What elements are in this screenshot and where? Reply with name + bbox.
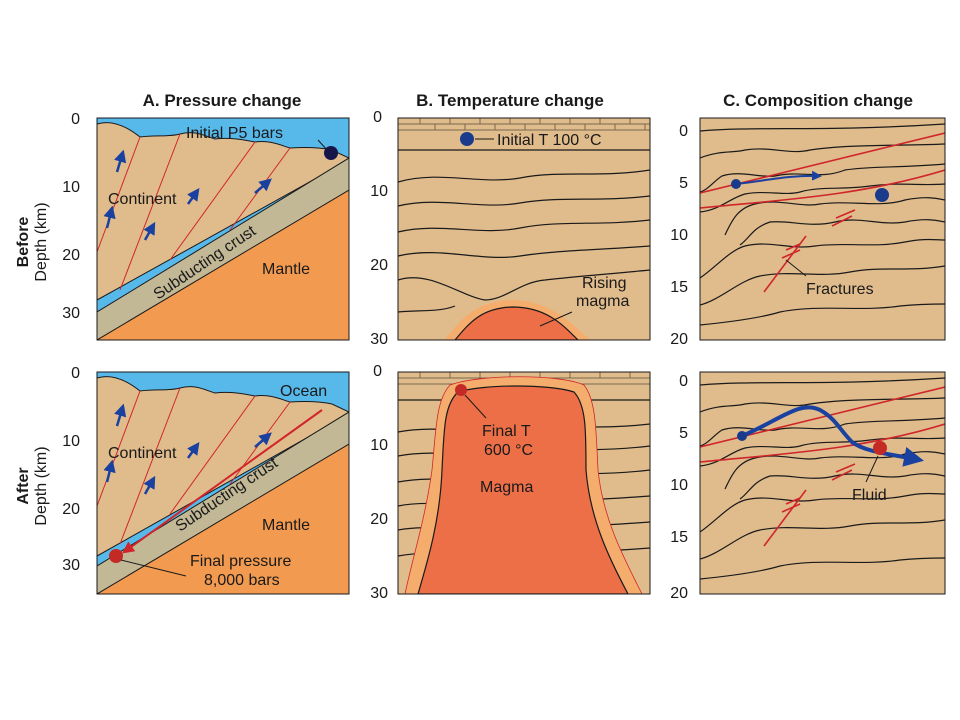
panel-c-after-ticks: 0 5 10 15 20	[670, 373, 688, 602]
final-temperature-value: 600 °C	[484, 442, 533, 459]
panel-b-before-ticks: 0 10 20 30	[370, 109, 388, 348]
panel-a-after-ticks: 0 10 20 30	[62, 365, 80, 574]
tick: 15	[670, 279, 688, 296]
ocean-label: Ocean	[280, 383, 327, 400]
row-label-before: Before Depth (km)	[15, 202, 50, 281]
panel-c-before-frame	[699, 117, 946, 341]
panel-b-after-frame	[397, 371, 651, 595]
fluid-label: Fluid	[852, 487, 887, 504]
mantle-label: Mantle	[262, 261, 310, 278]
tick: 10	[62, 433, 80, 450]
panel-c-after-frame	[699, 371, 946, 595]
tick: 0	[373, 363, 382, 380]
fractures-label: Fractures	[806, 281, 874, 298]
panel-a-before-ticks: 0 10 20 30	[62, 111, 80, 322]
tick: 10	[370, 183, 388, 200]
final-pressure-marker	[109, 549, 123, 563]
initial-temperature-marker	[460, 132, 474, 146]
rising-magma-label-1: Rising	[582, 275, 626, 292]
panel-c-after: Fluid 0 5 10 15 20	[670, 371, 946, 602]
tick: 20	[62, 247, 80, 264]
tick: 10	[62, 179, 80, 196]
final-temperature-marker	[455, 384, 467, 396]
initial-pressure-marker	[324, 146, 338, 160]
tick: 20	[370, 511, 388, 528]
continent-label: Continent	[108, 191, 177, 208]
panel-c-before: Fractures 0 5 10 15 20	[670, 117, 946, 348]
panel-b-before: Initial T 100 °C Rising magma 0 10 20 30	[370, 109, 651, 348]
row-label-before-text: Before	[15, 217, 32, 268]
tick: 10	[670, 477, 688, 494]
tick: 0	[679, 123, 688, 140]
tick: 0	[373, 109, 382, 126]
panel-c-before-ticks: 0 5 10 15 20	[670, 123, 688, 348]
mantle-label: Mantle	[262, 517, 310, 534]
tick: 30	[62, 557, 80, 574]
tick: 15	[670, 529, 688, 546]
panel-a-before-frame	[96, 117, 350, 341]
tick: 10	[370, 437, 388, 454]
tick: 0	[679, 373, 688, 390]
depth-axis-label-bottom: Depth (km)	[33, 446, 50, 525]
tick: 20	[670, 585, 688, 602]
fluid-end-marker	[873, 441, 887, 455]
panel-b-before-frame	[397, 117, 651, 341]
tick: 20	[670, 331, 688, 348]
tick: 20	[62, 501, 80, 518]
initial-temperature-label: Initial T 100 °C	[497, 132, 602, 149]
tick: 0	[71, 111, 80, 128]
tick: 30	[370, 331, 388, 348]
tick: 5	[679, 425, 688, 442]
row-label-after: After Depth (km)	[15, 446, 50, 525]
panel-a-after: Ocean Continent Subducting crust Mantle …	[62, 365, 350, 595]
row-label-after-text: After	[15, 467, 32, 504]
fluid-end-marker	[875, 188, 889, 202]
panel-b-after: Final T 600 °C Magma 0 10 20 30	[370, 363, 651, 602]
panel-b-title: B. Temperature change	[416, 91, 604, 110]
rising-magma-label-2: magma	[576, 293, 629, 310]
panel-a-before: Initial P5 bars Continent Subducting cru…	[62, 111, 350, 341]
final-temperature-label: Final T	[482, 423, 531, 440]
depth-axis-label-top: Depth (km)	[33, 202, 50, 281]
continent-label: Continent	[108, 445, 177, 462]
tick: 30	[62, 305, 80, 322]
fluid-start-marker	[737, 431, 747, 441]
panel-a-title: A. Pressure change	[143, 91, 302, 110]
final-pressure-label: Final pressure	[190, 553, 291, 570]
initial-pressure-label: Initial P5 bars	[186, 125, 283, 142]
panel-b-after-ticks: 0 10 20 30	[370, 363, 388, 602]
fluid-start-marker	[731, 179, 741, 189]
tick: 10	[670, 227, 688, 244]
tick: 5	[679, 175, 688, 192]
panel-c-title: C. Composition change	[723, 91, 913, 110]
panel-a-after-frame	[96, 371, 350, 595]
tick: 20	[370, 257, 388, 274]
final-pressure-value: 8,000 bars	[204, 572, 280, 589]
tick: 30	[370, 585, 388, 602]
magma-label: Magma	[480, 479, 533, 496]
tick: 0	[71, 365, 80, 382]
